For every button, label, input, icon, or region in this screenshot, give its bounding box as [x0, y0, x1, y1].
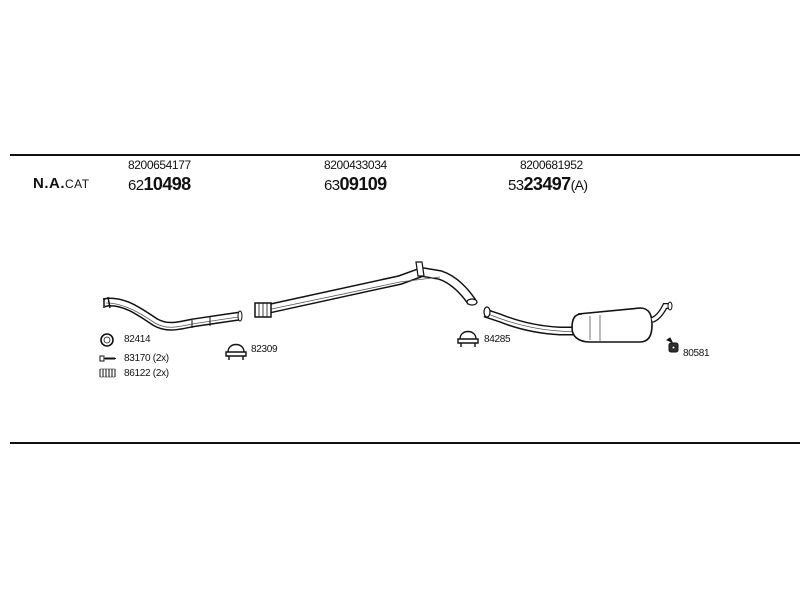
front-pipe — [102, 296, 243, 331]
bottom-divider-line — [10, 442, 800, 444]
accessory-code-82414: 82414 — [124, 334, 151, 345]
part-main-1: 10498 — [143, 174, 192, 194]
part-suffix-3: (A) — [570, 177, 588, 193]
group-label: N.A.CAT — [33, 175, 90, 192]
middle-pipe — [254, 261, 478, 318]
group-name-small: CAT — [65, 177, 90, 191]
accessory-code-82309: 82309 — [251, 344, 278, 355]
part-number-3: 5323497(A) — [508, 174, 588, 195]
rubber-hanger-icon — [665, 337, 679, 353]
rear-pipe-with-silencer — [483, 301, 673, 343]
part-prefix-1: 62 — [128, 177, 144, 194]
accessory-code-83170: 83170 (2x) — [124, 353, 169, 364]
group-name-bold: N.A. — [33, 175, 65, 192]
clamp-icon — [225, 343, 247, 360]
oe-number-2: 8200433034 — [324, 158, 387, 172]
part-number-1: 6210498 — [128, 174, 191, 195]
part-main-2: 09109 — [339, 174, 388, 194]
part-number-2: 6309109 — [324, 174, 387, 195]
clamp-icon — [457, 330, 479, 347]
part-prefix-2: 63 — [324, 177, 340, 194]
accessory-code-86122: 86122 (2x) — [124, 368, 169, 379]
top-divider-line — [10, 154, 800, 156]
part-prefix-3: 53 — [508, 177, 524, 194]
accessory-code-84285: 84285 — [484, 334, 511, 345]
bolt-icon — [99, 355, 116, 362]
spring-icon — [99, 368, 116, 378]
ring-gasket-icon — [100, 333, 114, 347]
oe-number-1: 8200654177 — [128, 158, 191, 172]
oe-number-3: 8200681952 — [520, 158, 583, 172]
part-main-3: 23497 — [523, 174, 572, 194]
accessory-code-80581: 80581 — [683, 348, 710, 359]
